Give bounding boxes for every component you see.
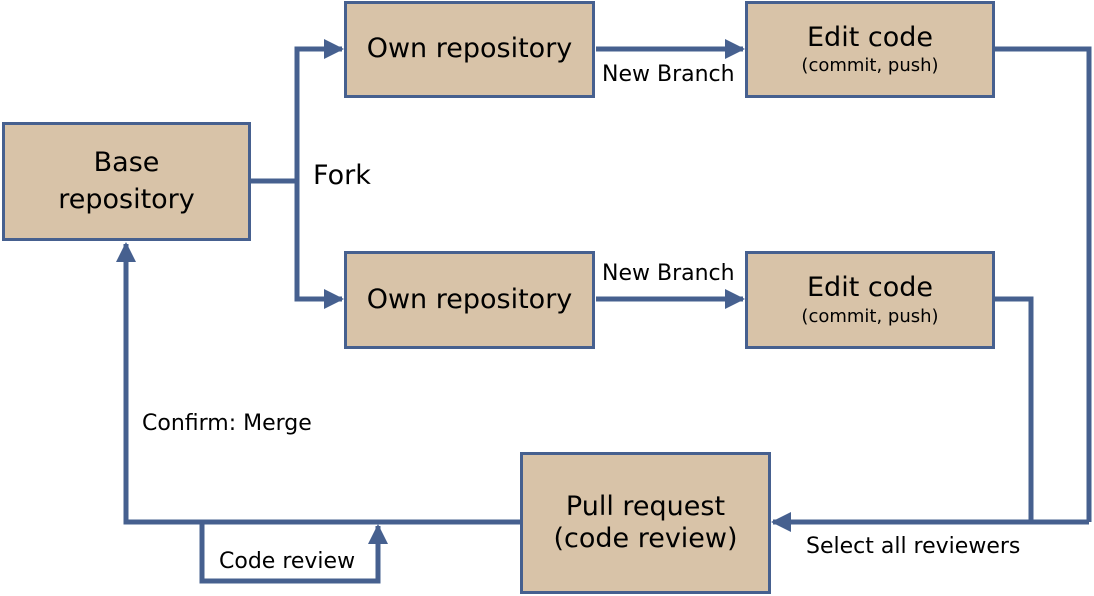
edit-top-to-pull-connector <box>995 46 1092 522</box>
pull-request-label-line2: (code review) <box>553 523 738 554</box>
fork-arrow-top <box>294 39 344 181</box>
new-branch-label-top: New Branch <box>602 62 735 87</box>
pull-request-box: Pull request (code review) <box>520 452 771 594</box>
fork-arrow-bottom <box>294 181 344 309</box>
new-branch-label-bottom: New Branch <box>602 261 735 286</box>
own-repository-box-top: Own repository <box>344 1 595 98</box>
merge-arrow <box>116 242 520 525</box>
edit-code-subtitle: (commit, push) <box>801 55 939 76</box>
base-repository-label-line1: Base <box>93 147 160 179</box>
code-review-loop-arrow <box>199 522 388 584</box>
select-reviewers-label: Select all reviewers <box>806 534 1021 559</box>
edit-code-title: Edit code <box>807 21 933 53</box>
confirm-merge-label: Confirm: Merge <box>142 411 312 436</box>
edit-code-box-bottom: Edit code (commit, push) <box>745 251 995 349</box>
code-review-label: Code review <box>219 549 356 574</box>
edit-code-title: Edit code <box>807 272 933 304</box>
fork-label: Fork <box>313 160 371 191</box>
base-repository-label-line2: repository <box>58 183 195 215</box>
own-repository-label: Own repository <box>366 33 573 65</box>
pull-request-label-line1: Pull request <box>565 490 726 522</box>
edit-code-subtitle: (commit, push) <box>801 305 939 327</box>
own-repository-label: Own repository <box>366 283 573 315</box>
own-repository-box-bottom: Own repository <box>344 251 595 349</box>
edit-code-box-top: Edit code (commit, push) <box>745 1 995 98</box>
base-repository-box: Base repository <box>2 122 251 241</box>
edit-bottom-to-pull-connector <box>995 296 1034 522</box>
